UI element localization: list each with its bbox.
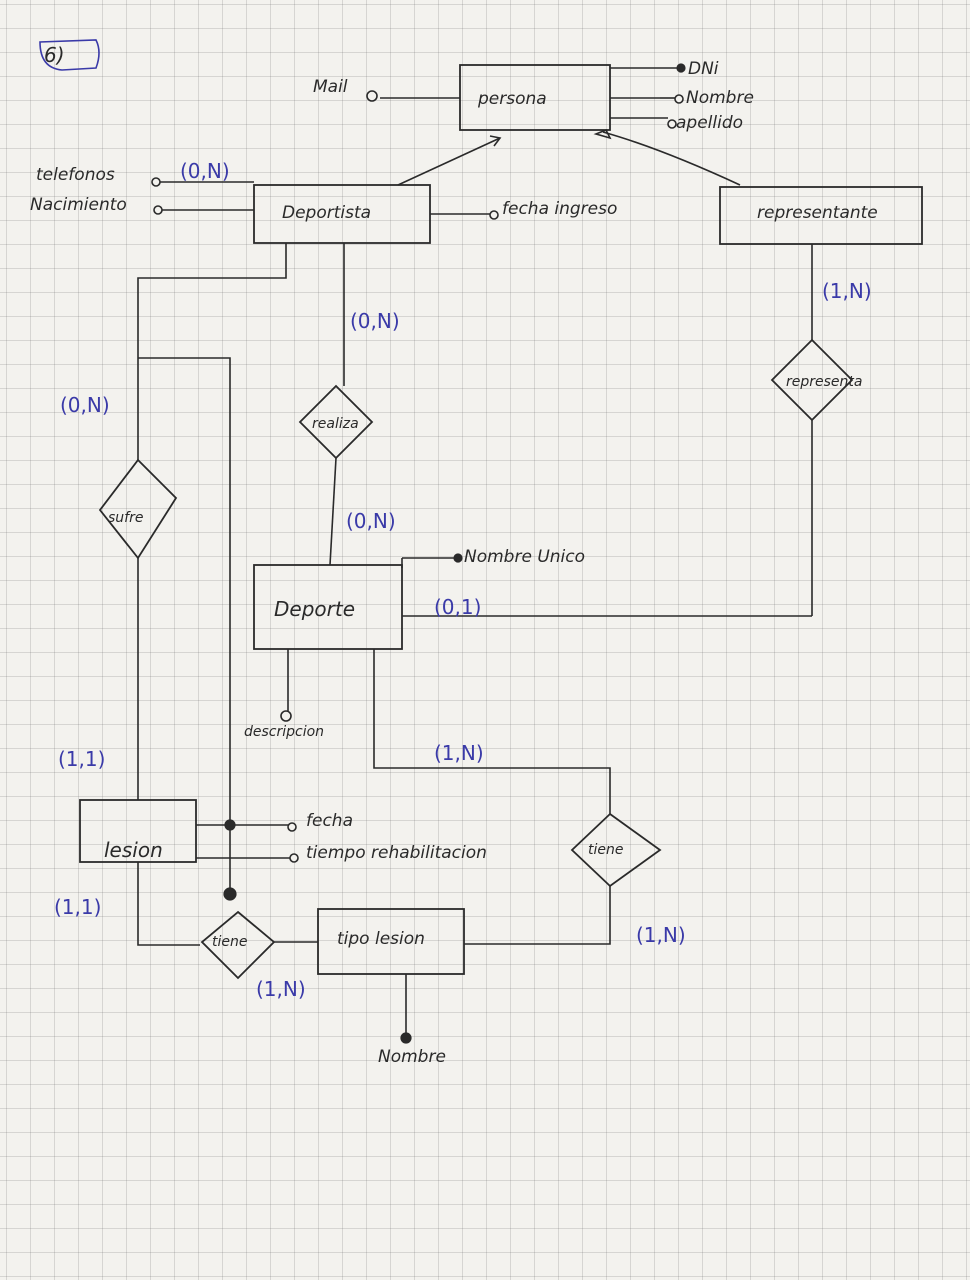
entity-tipo-lesion-label: tipo lesion [337, 929, 425, 949]
rel-sufre-label: sufre [108, 510, 143, 526]
line-deportista-sufre [137, 243, 287, 460]
card-deportista-sufre: (0,N) [60, 393, 110, 417]
line-representante-persona [602, 131, 741, 186]
entity-representante-label: representante [757, 203, 878, 223]
line-deporte-tiene [373, 649, 611, 814]
card-deporte-representa: (0,1) [434, 595, 481, 619]
card-realiza-deporte: (0,N) [346, 509, 396, 533]
exercise-number-label: 6) [44, 43, 65, 67]
attr-nombre-unico-key-marker [453, 553, 463, 563]
rel-tiene-deporte-label: tiene [588, 842, 623, 858]
entity-persona-label: persona [477, 89, 547, 109]
attr-nombre-tipo-label: Nombre [378, 1047, 446, 1067]
attr-mail-label: Mail [313, 77, 348, 97]
card-deportista-realiza: (0,N) [350, 309, 400, 333]
card-telefonos: (0,N) [180, 159, 230, 183]
entity-deportista-label: Deportista [282, 203, 371, 223]
card-tiene-tipo-deporte: (1,N) [636, 923, 686, 947]
attr-descripcion-marker [280, 710, 292, 722]
rel-tiene-lesion-label: tiene [212, 934, 247, 950]
line-realiza-deporte [329, 457, 337, 566]
line-bracket-attributes [138, 357, 231, 894]
line-lesion-tiene [137, 862, 200, 946]
entity-deporte [253, 564, 403, 650]
attr-apellido-label: apellido [676, 113, 743, 133]
inherit-arrow-representante [593, 128, 612, 140]
rel-sufre [98, 458, 178, 560]
entity-deporte-label: Deporte [274, 597, 355, 621]
attr-tiempo-label: tiempo rehabilitacion [306, 843, 487, 863]
bracket-end-marker [223, 887, 237, 901]
attr-fecha-ingreso-label: fecha ingreso [502, 199, 617, 219]
rel-tiene-lesion [200, 910, 276, 980]
attr-tiempo-marker [289, 853, 299, 863]
line-tiene-deporte-tipo [464, 886, 611, 945]
rel-realiza-label: realiza [312, 416, 359, 432]
attr-dni-key-marker [676, 63, 686, 73]
card-lesion-tiene: (1,1) [54, 895, 101, 919]
attr-fecha-marker [287, 822, 297, 832]
rel-representa-label: representa [786, 374, 862, 390]
attr-nacimiento-label: Nacimiento [30, 195, 127, 215]
attr-fecha-ingreso-marker [489, 210, 499, 220]
attr-telefonos-marker [151, 177, 161, 187]
attr-dni-label: DNi [688, 59, 719, 79]
card-sufre-lesion: (1,1) [58, 747, 105, 771]
attr-nacimiento-marker [153, 205, 163, 215]
entity-lesion-label: lesion [104, 838, 163, 862]
attr-telefonos-label: telefonos [36, 165, 115, 185]
attr-apellido-marker [667, 119, 677, 129]
attr-fecha-label: fecha [306, 811, 353, 831]
entity-representante [719, 186, 923, 245]
card-deporte-tiene: (1,N) [434, 741, 484, 765]
attr-mail-marker [366, 90, 378, 102]
card-representante-representa: (1,N) [822, 279, 872, 303]
inherit-arrow-deportista [489, 135, 502, 147]
line-deportista-persona [397, 137, 501, 186]
attr-nombre-label: Nombre [686, 88, 754, 108]
number-label-circle [39, 39, 100, 71]
card-tiene-tipo: (1,N) [256, 977, 306, 1001]
attr-nombre-tipo-key-marker [400, 1032, 412, 1044]
attr-nombre-marker [674, 94, 684, 104]
attr-nombre-unico-label: Nombre Unico [464, 547, 585, 567]
attr-descripcion-label: descripcion [244, 724, 324, 740]
